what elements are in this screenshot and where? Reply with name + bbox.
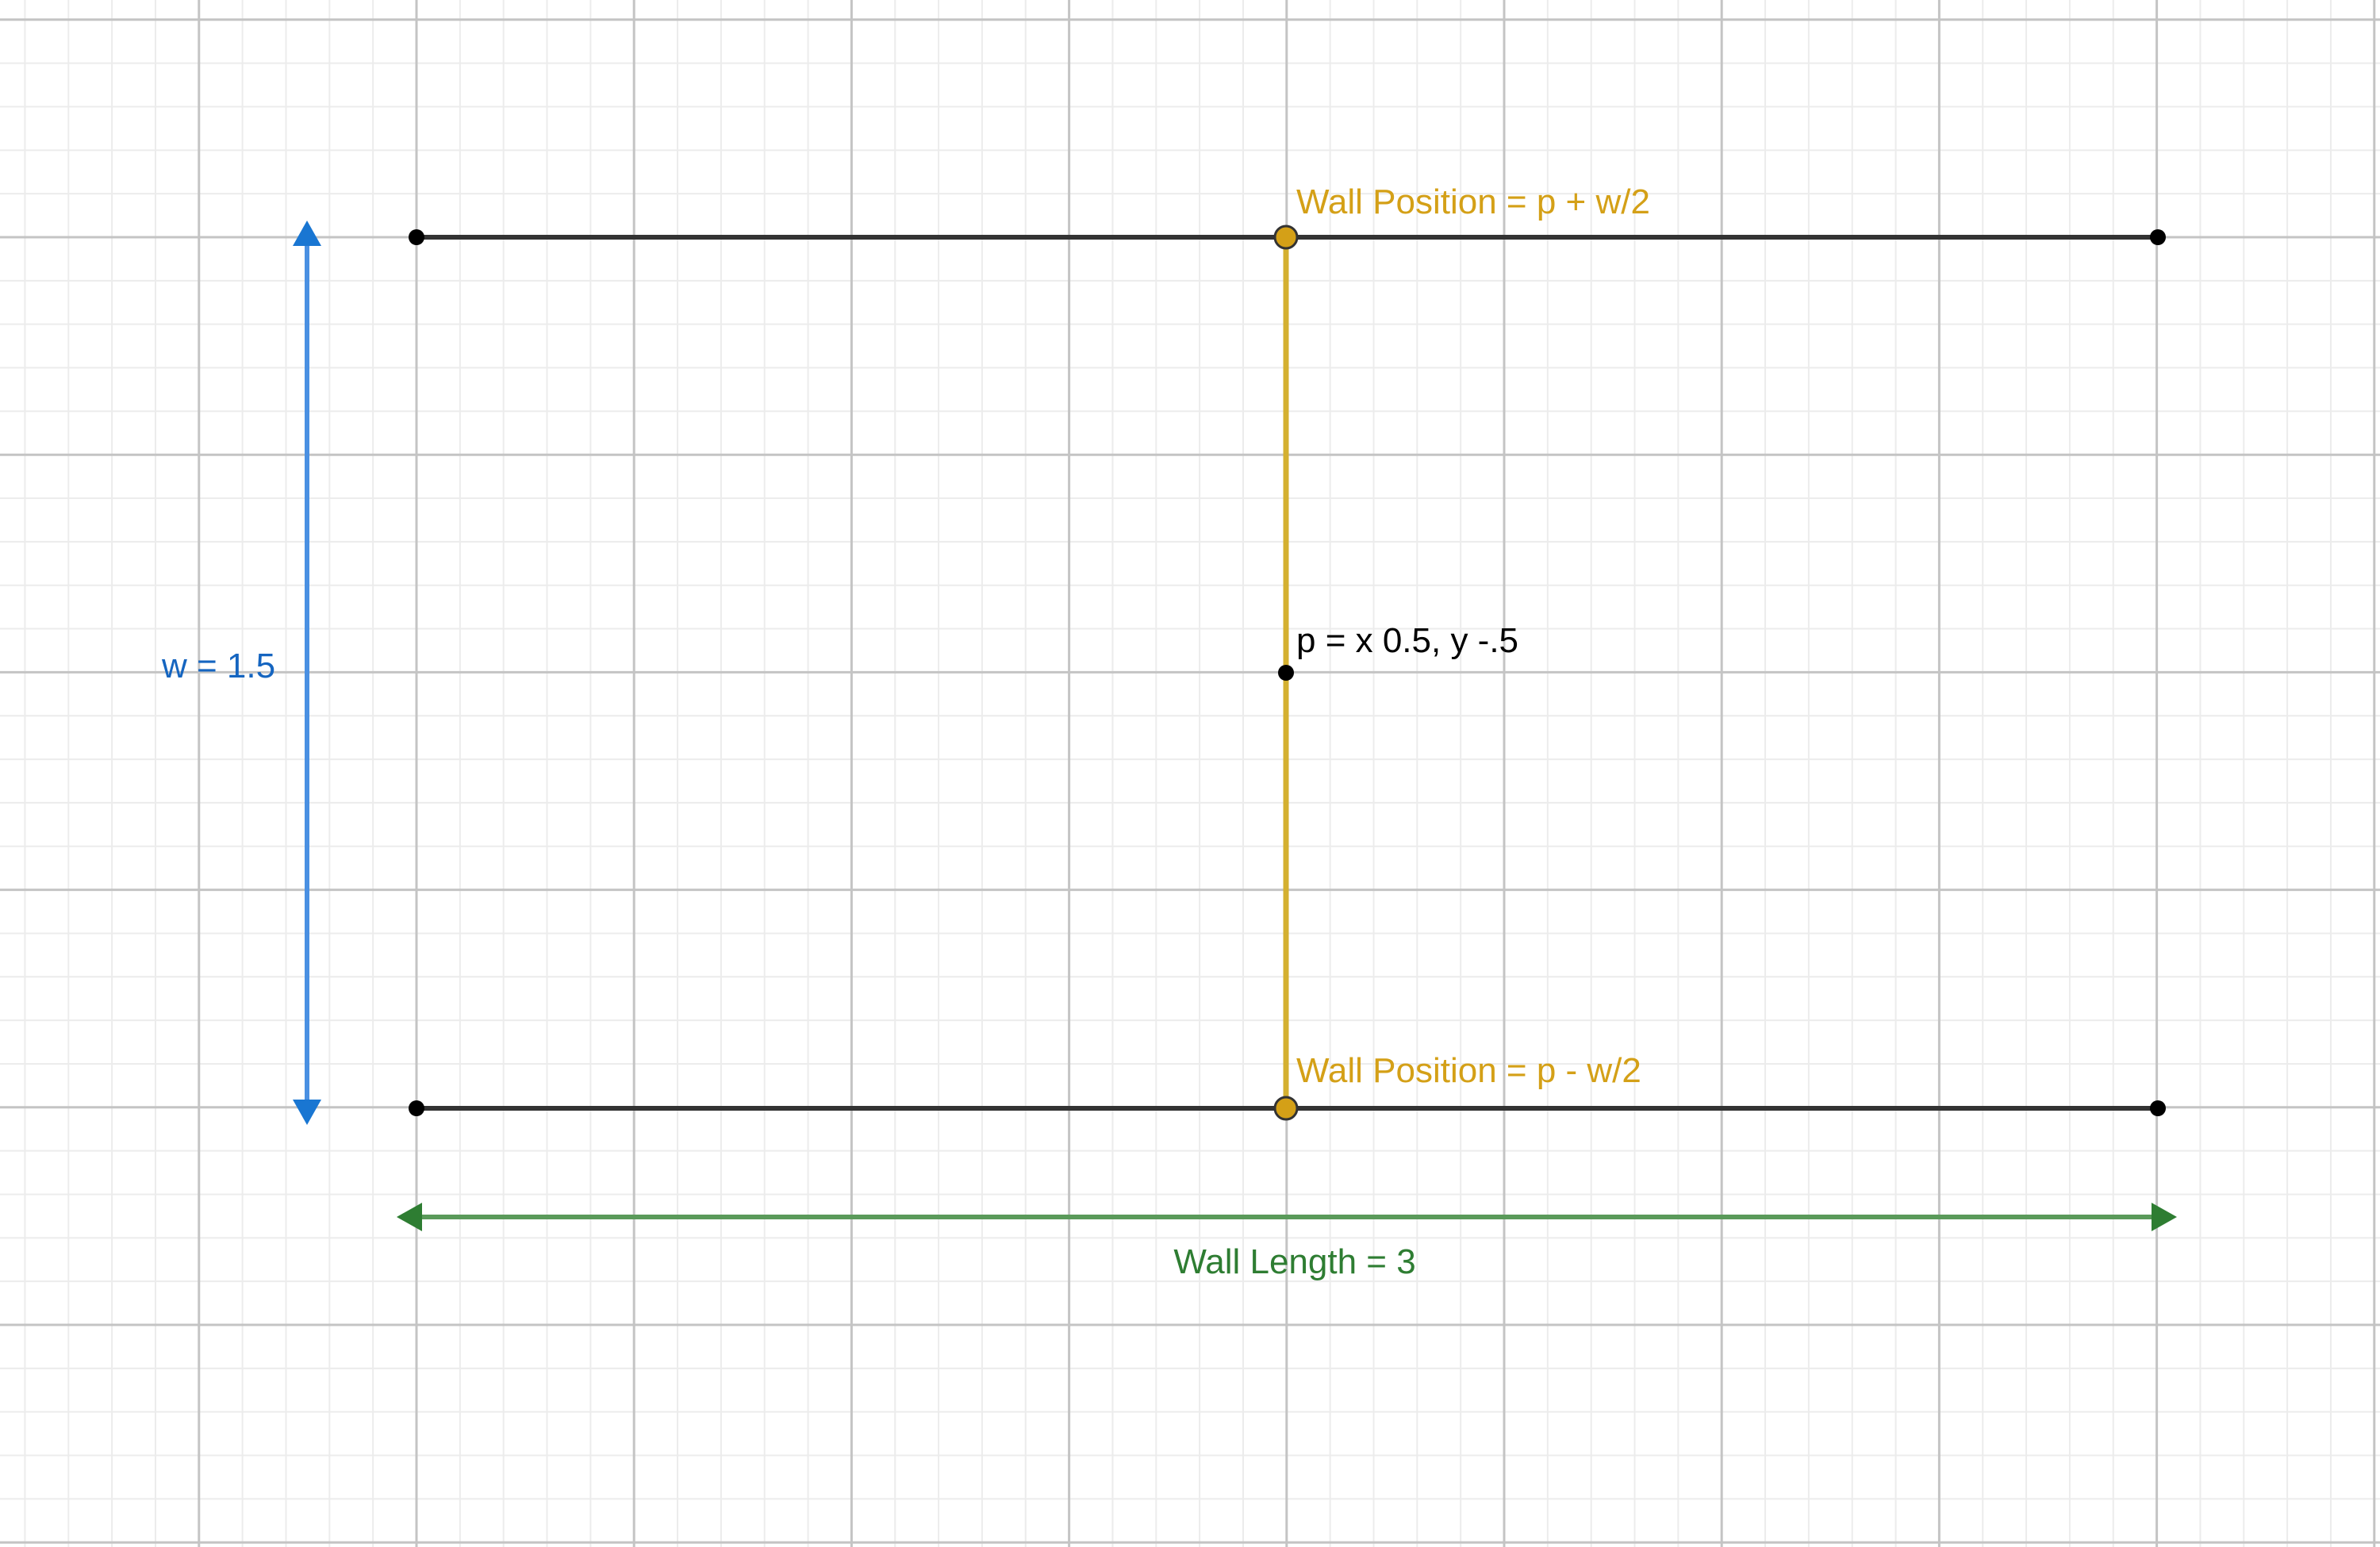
wall-top-right-point <box>2150 229 2166 245</box>
wall-position-bottom-point <box>1273 1096 1299 1121</box>
center-point-p <box>1278 665 1294 681</box>
width-arrow-head-up <box>293 221 321 246</box>
length-label: Wall Length = 3 <box>1173 1242 1415 1281</box>
width-arrow <box>293 221 321 1125</box>
length-arrow <box>397 1203 2177 1231</box>
wall-top-position-label: Wall Position = p + w/2 <box>1296 182 1650 221</box>
wall-top-left-point <box>409 229 424 245</box>
length-arrow-head-left <box>397 1203 422 1231</box>
width-label: w = 1.5 <box>161 647 275 685</box>
wall-bottom-position-label: Wall Position = p - w/2 <box>1296 1051 1641 1090</box>
wall-bottom-right-point <box>2150 1100 2166 1116</box>
length-arrow-head-right <box>2152 1203 2177 1231</box>
center-point-label: p = x 0.5, y -.5 <box>1296 621 1518 660</box>
width-arrow-head-down <box>293 1100 321 1125</box>
wall-position-top-point <box>1273 225 1299 250</box>
wall-bottom-left-point <box>409 1100 424 1116</box>
